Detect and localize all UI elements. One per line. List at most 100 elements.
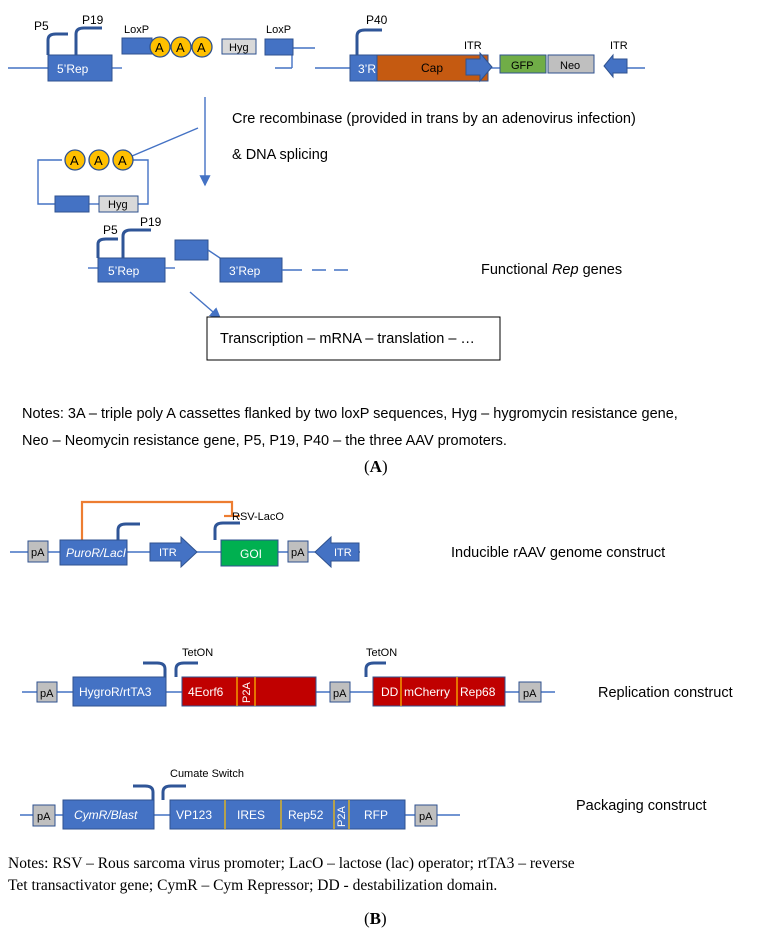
pack-pa-label-2: pA [419,811,433,823]
rep-pa-box-2 [329,681,351,703]
notes-a-line-2: Neo – Neomycin resistance gene, P5, P19,… [22,433,507,449]
vp123-ires-rep52-rfp-gene [169,799,406,830]
vp123-label: VP123 [176,808,212,822]
notes-b-line-2: Tet transactivator gene; CymR – Cym Repr… [8,877,497,894]
functional-rep-construct: P5 P19 5’Rep 3’Rep Functional Rep genes [88,215,622,283]
p5-promoter-icon [46,32,68,55]
loxp-label-1: LoxP [124,24,149,36]
dd-mcherry-rep68-gene [372,676,506,707]
itr-right-arrow-icon [465,51,493,83]
itr-left-arrow-icon [603,53,628,79]
rsv-laco-promoter-icon [213,521,240,540]
notes-a-line-1: Notes: 3A – triple poly A cassettes flan… [22,406,678,422]
inducible-itr-label-2: ITR [334,547,352,559]
panel-label-b: (B) [364,909,387,928]
pack-pa-box-2 [414,804,438,827]
gene-5rep-label: 5’Rep [57,62,89,76]
hyg-gene [221,38,257,55]
rfp-label: RFP [364,808,388,822]
functional-gene-5rep-label: 5’Rep [108,264,140,278]
excised-polya-3 [112,149,134,171]
functional-gene-3rep-label: 3’Rep [229,264,261,278]
gene-4eorf6 [181,676,317,707]
ires-label: IRES [237,808,265,822]
itr-label-2: ITR [610,40,628,52]
promoter-label-p40: P40 [366,13,388,27]
cumate-switch-label: Cumate Switch [170,768,244,780]
loxp-1 [121,37,153,55]
laci-repression-line [80,500,234,540]
packaging-title: Packaging construct [576,798,707,814]
cre-text-line-1: Cre recombinase (provided in trans by an… [232,111,636,127]
panel-label-a: (A) [364,457,388,476]
loxp-label-2: LoxP [266,24,291,36]
functional-loxp [174,239,209,261]
inducible-construct: pA PuroR/LacI ITR RSV-LacO GOI pA ITR In… [10,500,665,569]
hygror-rtta3-gene [72,676,167,707]
inducible-itr-label-1: ITR [159,547,177,559]
pa-box-2 [287,540,309,563]
functional-p19-promoter-icon [121,228,151,258]
pa-label-1: pA [31,547,45,559]
promoter-label-p5: P5 [34,19,49,33]
gene-4eorf6-label: 4Eorf6 [188,685,224,699]
gfp-label: GFP [511,60,534,72]
gene-5rep [47,54,113,82]
goi-label: GOI [240,547,262,561]
hygror-rtta3-label: HygroR/rtTA3 [79,685,152,699]
rep68-label: Rep68 [460,685,496,699]
pack-p2a-label: P2A [336,806,348,827]
itr-label-1: ITR [464,40,482,52]
packaging-construct: pA CymR/Blast Cumate Switch VP123 IRES R… [20,768,707,830]
gfp-gene [499,54,547,74]
neo-label: Neo [560,60,580,72]
replication-title: Replication construct [598,685,733,701]
polya-letter-1: A [155,40,164,55]
loxp-2 [264,38,294,56]
tet-on-promoter-icon-1 [174,661,198,677]
cumate-switch-promoter-icon [161,784,186,800]
polya-1 [149,36,171,58]
inducible-itr-left-icon [314,535,360,569]
excised-hyg-label: Hyg [108,199,128,211]
functional-promoter-label-p19: P19 [140,215,162,229]
excised-polya-2 [88,149,110,171]
rsv-laco-label: RSV-LacO [232,511,284,523]
rep-p2a-label: P2A [241,682,253,703]
rep-pa-label-2: pA [333,688,347,700]
cap-label: Cap [421,61,443,75]
p19-promoter-icon [74,26,102,55]
puror-laci-gene [59,539,128,566]
cymr-promoter-icon [133,784,155,800]
pa-box-1 [27,540,49,563]
goi-gene [220,539,279,567]
transcription-text: Transcription – mRNA – translation – … [220,331,475,347]
functional-gene-5rep [97,257,166,283]
excised-fragment: A A A Hyg [37,127,199,213]
transcription-arrow [189,291,222,319]
tet-on-label-2: TetON [366,647,397,659]
dd-label: DD [381,685,399,699]
tet-on-label-1: TetON [182,647,213,659]
polya-letter-3: A [197,40,206,55]
excised-polya-letter-1: A [70,153,79,168]
panel-b: pA PuroR/LacI ITR RSV-LacO GOI pA ITR In… [8,500,733,928]
promoter-label-p19: P19 [82,13,104,27]
pa-label-2: pA [291,547,305,559]
excised-loxp [54,195,90,213]
excised-polya-letter-3: A [118,153,127,168]
tet-on-promoter-icon-2 [364,661,386,677]
puror-laci-label: PuroR/LacI [66,546,127,560]
pack-pa-label-1: pA [37,811,51,823]
hyg-label: Hyg [229,42,249,54]
p40-promoter-icon [355,28,382,55]
cymr-blast-gene [62,799,155,830]
polya-letter-2: A [176,40,185,55]
functional-gene-3rep [219,257,283,283]
notes-b-line-1: Notes: RSV – Rous sarcoma virus promoter… [8,855,575,872]
replication-construct: pA HygroR/rtTA3 TetON 4Eorf6 P2A pA TetO… [22,647,733,707]
neo-gene [547,54,595,74]
inducible-title: Inducible rAAV genome construct [451,545,665,561]
rep-pa-label-1: pA [40,688,54,700]
